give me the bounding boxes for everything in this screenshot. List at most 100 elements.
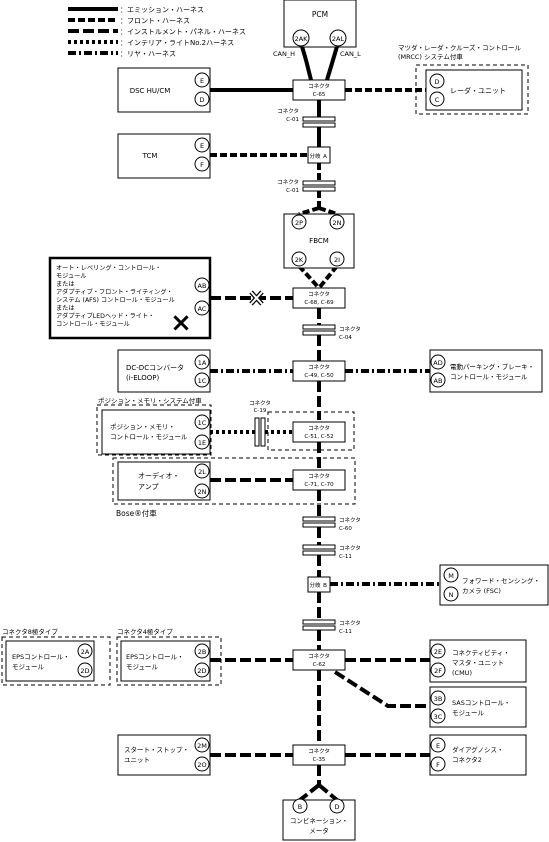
connector-c01-upper-id: C-01 bbox=[286, 117, 299, 123]
connector-c01-upper-word: コネクタ bbox=[277, 107, 299, 115]
dcdc-pin-1c bbox=[194, 372, 210, 388]
tcm-box bbox=[117, 133, 211, 179]
fsc-pin-n bbox=[443, 586, 459, 602]
legend-instrument-label: ：インストルメント・パネル・ハーネス bbox=[120, 28, 246, 36]
combination-meter-line-2: メータ bbox=[309, 826, 329, 835]
memory-pin-1c bbox=[194, 414, 210, 430]
pcm-pin-2ak bbox=[292, 29, 310, 47]
cmu-pin-2f bbox=[430, 662, 446, 678]
connector-c11-lower-word: コネクタ bbox=[339, 619, 361, 627]
memory-pin-1e-label: 1E bbox=[198, 439, 206, 447]
leveling-pin-ab-label: AB bbox=[198, 282, 207, 290]
epb-pin-ab bbox=[430, 372, 446, 388]
eps-8pin-dashed-frame bbox=[1, 636, 111, 686]
connector-c62-word: コネクタ bbox=[308, 652, 330, 660]
connector-c11-lower-top bbox=[302, 619, 336, 625]
connector-c62-id: C-62 bbox=[313, 662, 326, 668]
bose-dashed-frame bbox=[112, 457, 356, 505]
start-stop-pin-2m-label: 2M bbox=[197, 742, 207, 750]
leveling-line-8: コントロール・モジュール bbox=[56, 321, 130, 328]
memory-pin-1e bbox=[194, 434, 210, 450]
connector-c60: コネクタ C-60 bbox=[302, 516, 361, 532]
eps-4pin-pin-2b-label: 2B bbox=[198, 648, 207, 656]
eps-4pin-pin-2d-label: 2D bbox=[197, 667, 206, 675]
radar-pin-c bbox=[429, 91, 445, 107]
dsc-label: DSC HU/CM bbox=[130, 87, 171, 95]
memory-group: ポジション・メモリ・システム付車 ポジション・メモリ・ コントロール・モジュール… bbox=[96, 396, 355, 456]
connector-c04-word: コネクタ bbox=[339, 325, 361, 333]
eps-8pin-pin-2d-label: 2D bbox=[80, 667, 89, 675]
legend-emission-label: ：エミッション・ハーネス bbox=[120, 6, 204, 14]
eps-4pin-pin-2b bbox=[194, 643, 210, 659]
eps-8pin-pin-2a-label: 2A bbox=[81, 648, 90, 656]
diag-pin-f-label: F bbox=[436, 761, 440, 769]
pcm-pin-2al bbox=[329, 29, 347, 47]
connector-c11-upper-top bbox=[302, 544, 336, 550]
dsc-box bbox=[117, 67, 211, 113]
wire-fbcm-bottom bbox=[297, 264, 339, 290]
leveling-line-4: アダプティブ・フロント・ライティング・ bbox=[56, 288, 173, 296]
radar-pin-d bbox=[429, 73, 445, 89]
fbcm-pin-2i bbox=[329, 251, 345, 267]
eps-8pin-line-1: EPSコントロール・ bbox=[12, 653, 70, 661]
leveling-line-5: システム (AFS) コントロール・モジュール bbox=[56, 297, 175, 304]
audio-pin-2n bbox=[194, 483, 210, 499]
sas-line-2: モジュール bbox=[452, 709, 485, 717]
combination-meter-line-1: コンビネーション・ bbox=[290, 816, 348, 825]
audio-pin-2l-label: 2L bbox=[198, 468, 206, 476]
cmu-pin-2e-label: 2E bbox=[434, 648, 442, 656]
sas-module: SASコントロール・ モジュール 3B 3C bbox=[429, 686, 527, 728]
connector-c11-lower-bottom bbox=[302, 625, 336, 631]
cmu-line-1: コネクティビティ・ bbox=[452, 648, 510, 657]
connector-c11-upper-word: コネクタ bbox=[339, 544, 361, 552]
dcdc-line-2: (i-ELOOP) bbox=[126, 374, 160, 382]
connector-c11-upper-id: C-11 bbox=[339, 554, 352, 560]
connector-c35-box bbox=[292, 744, 346, 766]
connector-c19-left bbox=[254, 417, 260, 447]
memory-note: ポジション・メモリ・システム付車 bbox=[98, 396, 202, 405]
leveling-line-7: アダプティブLEDヘッド・ライト・ bbox=[56, 312, 154, 320]
can-l-label: CAN_L bbox=[340, 50, 361, 58]
fsc-pin-n-label: N bbox=[449, 591, 454, 599]
connector-c60-id: C-60 bbox=[339, 526, 352, 532]
leveling-pin-ac-label: AC bbox=[198, 305, 207, 313]
legend: ：エミッション・ハーネス ：フロント・ハーネス ：インストルメント・パネル・ハー… bbox=[68, 6, 246, 58]
memory-pin-1c-label: 1C bbox=[198, 419, 207, 427]
fbcm-label: FBCM bbox=[309, 237, 329, 245]
connector-c60-word: コネクタ bbox=[339, 516, 361, 524]
diag-line-2: コネクタ2 bbox=[452, 755, 482, 764]
branch-a-word: 分岐 bbox=[309, 152, 321, 160]
branch-b: 分岐 B bbox=[307, 576, 331, 593]
cmu-module: コネクティビティ・ マスタ・ユニット (CMU) 2E 2F bbox=[429, 639, 527, 683]
legend-front-label: ：フロント・ハーネス bbox=[120, 17, 190, 25]
connector-c01-lower-bottom bbox=[302, 186, 336, 192]
start-stop-pin-2m bbox=[194, 737, 210, 753]
legend-rear-label: ：リヤ・ハーネス bbox=[120, 50, 176, 58]
epb-pin-ad bbox=[430, 354, 446, 370]
connector-c62: コネクタ C-62 bbox=[292, 649, 346, 671]
connector-c71-c70-box bbox=[292, 469, 346, 491]
memory-line-2: コントロール・モジュール bbox=[110, 433, 188, 441]
connector-c68-c69-id: C-68, C-69 bbox=[304, 300, 334, 306]
combination-meter-pin-d bbox=[329, 798, 345, 814]
start-stop-pin-2o-label: 2O bbox=[197, 761, 206, 769]
pcm-pin-2al-label: 2AL bbox=[332, 35, 345, 43]
pcm-label: PCM bbox=[312, 10, 328, 19]
dsc-module: DSC HU/CM E D bbox=[117, 67, 211, 113]
connector-c19-right bbox=[260, 417, 266, 447]
sas-pin-3c-label: 3C bbox=[434, 713, 443, 721]
epb-box bbox=[429, 349, 543, 393]
fbcm-pin-2n-label: 2N bbox=[333, 219, 342, 227]
leveling-box bbox=[48, 256, 212, 340]
connector-c11-upper: コネクタ C-11 bbox=[302, 544, 361, 560]
connector-c51-c52-box bbox=[292, 421, 346, 443]
eps-8pin-pin-2d bbox=[77, 662, 93, 678]
branch-b-word: 分岐 bbox=[309, 581, 321, 589]
connector-c62-box bbox=[292, 649, 346, 671]
connector-c49-c50: コネクタ C-49, C-50 bbox=[292, 360, 346, 382]
start-stop-line-2: ユニット bbox=[124, 756, 150, 764]
connector-c11-upper-bottom bbox=[302, 550, 336, 556]
dcdc-box bbox=[117, 349, 211, 393]
eps-8pin-group: コネクタ8極タイプ EPSコントロール・ モジュール 2A 2D bbox=[1, 627, 111, 686]
